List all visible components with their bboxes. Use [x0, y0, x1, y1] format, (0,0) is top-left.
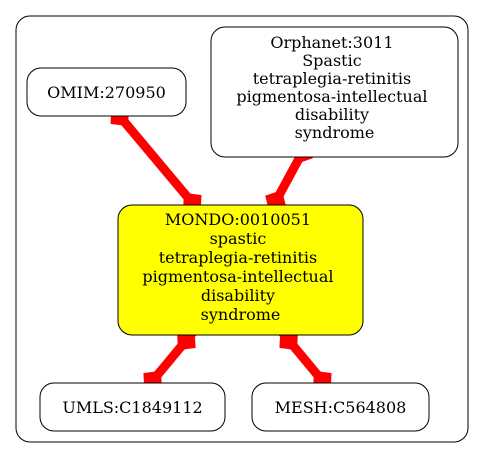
node-orphanet-line-0: Orphanet:3011: [270, 33, 393, 52]
cluster-border: [15, 15, 469, 443]
node-orphanet[interactable]: Orphanet:3011 Spastic tetraplegia-retini…: [210, 26, 459, 158]
node-orphanet-label: Orphanet:3011 Spastic tetraplegia-retini…: [236, 33, 432, 142]
node-mondo-line-4: disability: [201, 286, 275, 305]
node-mondo-line-5: syndrome: [201, 305, 281, 324]
node-umls-line-0: UMLS:C1849112: [62, 398, 202, 417]
node-mondo-line-0: MONDO:0010051: [165, 210, 311, 229]
node-mondo-line-2: tetraplegia-retinitis: [159, 248, 318, 267]
node-umls[interactable]: UMLS:C1849112: [39, 382, 226, 432]
node-mesh[interactable]: MESH:C564808: [251, 382, 430, 432]
node-orphanet-box: [210, 26, 459, 158]
node-umls-box: [39, 382, 226, 432]
node-mesh-line-0: MESH:C564808: [275, 398, 407, 417]
node-mesh-label: MESH:C564808: [275, 398, 407, 417]
node-orphanet-line-1: Spastic: [302, 51, 362, 70]
node-omim-label: OMIM:270950: [47, 83, 166, 102]
node-mesh-box: [251, 382, 430, 432]
node-mondo-box: [117, 204, 364, 336]
node-umls-label: UMLS:C1849112: [62, 398, 202, 417]
node-orphanet-line-3: pigmentosa-intellectual: [236, 87, 427, 106]
node-orphanet-line-5: syndrome: [295, 123, 375, 142]
node-mondo[interactable]: MONDO:0010051 spastic tetraplegia-retini…: [117, 204, 364, 336]
node-orphanet-line-2: tetraplegia-retinitis: [253, 69, 412, 88]
node-mondo-line-1: spastic: [210, 229, 267, 248]
node-omim-box: [26, 67, 187, 117]
node-omim-line-0: OMIM:270950: [47, 83, 166, 102]
node-mondo-label: MONDO:0010051 spastic tetraplegia-retini…: [142, 210, 338, 324]
node-orphanet-line-4: disability: [295, 105, 369, 124]
node-omim[interactable]: OMIM:270950: [26, 67, 187, 117]
node-mondo-line-3: pigmentosa-intellectual: [142, 267, 333, 286]
